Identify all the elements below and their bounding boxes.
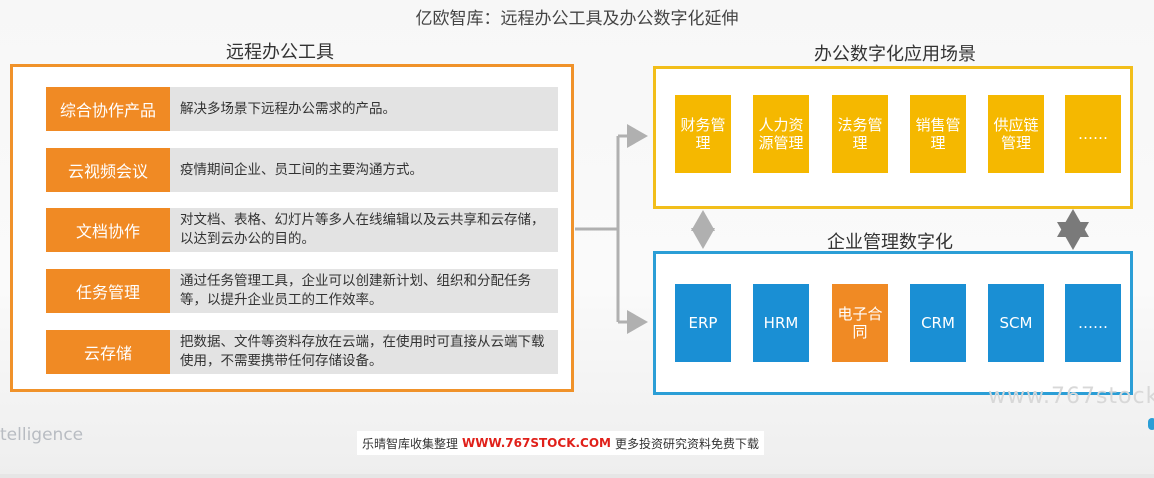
system-tile: 电子合同 [832, 284, 888, 362]
tool-label: 任务管理 [46, 269, 170, 313]
enterprise-panel [653, 251, 1133, 395]
footer-suffix: 更多投资研究资料免费下载 [615, 436, 760, 451]
enterprise-heading: 企业管理数字化 [827, 232, 953, 253]
footer-prefix: 乐晴智库收集整理 [362, 436, 459, 451]
system-tile: …… [1065, 284, 1121, 362]
tool-desc: 把数据、文件等资料存放在云端，在使用时可直接从云端下载使用，不需要携带任何存储设… [170, 330, 558, 374]
scenario-tile: 供应链管理 [988, 95, 1044, 173]
scenario-tile: …… [1065, 95, 1121, 173]
system-tile: SCM [988, 284, 1044, 362]
brand-text: telligence [0, 425, 84, 445]
page-title: 亿欧智库：远程办公工具及办公数字化延伸 [415, 9, 739, 29]
system-tile: CRM [910, 284, 966, 362]
tool-label: 云存储 [46, 330, 170, 374]
tool-desc: 解决多场景下远程办公需求的产品。 [170, 87, 558, 131]
scenario-tile: 人力资源管理 [753, 95, 809, 173]
tool-desc: 疫情期间企业、员工间的主要沟通方式。 [170, 148, 558, 192]
tool-desc: 通过任务管理工具，企业可以创建新计划、组织和分配任务等，以提升企业员工的工作效率… [170, 269, 558, 313]
watermark-text: www.767stock [988, 384, 1154, 409]
scenarios-heading: 办公数字化应用场景 [814, 44, 976, 65]
left-heading: 远程办公工具 [226, 42, 334, 63]
scenario-tile: 法务管理 [832, 95, 888, 173]
footer-url[interactable]: WWW.767STOCK.COM [462, 436, 611, 450]
tool-label: 云视频会议 [46, 148, 170, 192]
system-tile: ERP [675, 284, 731, 362]
edge-mark [1148, 418, 1154, 430]
scenarios-panel [653, 66, 1133, 209]
scenario-tile: 销售管理 [910, 95, 966, 173]
bottom-divider [0, 474, 1154, 478]
tool-label: 文档协作 [46, 208, 170, 252]
tool-desc: 对文档、表格、幻灯片等多人在线编辑以及云共享和云存储，以达到云办公的目的。 [170, 208, 558, 252]
scenario-tile: 财务管理 [675, 95, 731, 173]
tool-label: 综合协作产品 [46, 87, 170, 131]
system-tile: HRM [753, 284, 809, 362]
footer-banner: 乐晴智库收集整理 WWW.767STOCK.COM 更多投资研究资料免费下载 [357, 431, 765, 455]
